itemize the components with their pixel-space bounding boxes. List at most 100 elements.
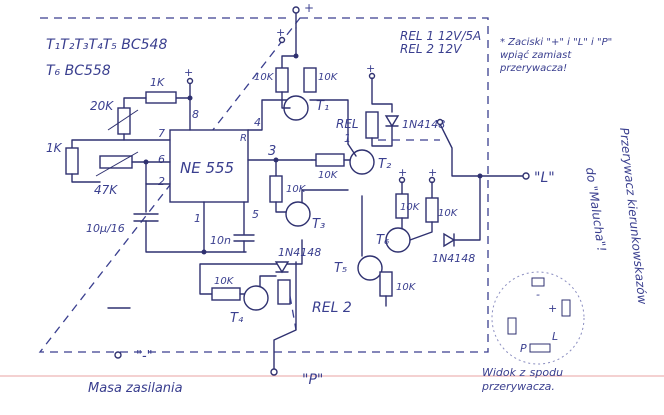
side-note: * Zaciski "+" i "L" i "P" wpiąć zamiast … [500, 37, 613, 74]
rel1-contact [439, 123, 525, 177]
pin-5-label: 5 [252, 208, 259, 221]
plug-pin-p [507, 317, 517, 335]
rel1-supply [371, 77, 393, 113]
pin-3-label: 3 [268, 144, 276, 159]
t6-label: T₆ [376, 233, 389, 248]
t6-diode-to-l [453, 175, 481, 241]
r10k-t6-a-label: 10K [400, 202, 421, 213]
vertical-note-1: Przerywacz kierunkowskazów [617, 127, 650, 305]
t1-leads [281, 91, 291, 109]
rel1-contact-pivot [436, 118, 444, 126]
pin-2-label: 2 [158, 175, 165, 188]
pin-r-label: R [240, 133, 247, 144]
plug-pin-minus [531, 277, 545, 287]
plus-top-label: + [304, 1, 314, 15]
plug-l-label: L [552, 330, 558, 343]
ne555-label: NE 555 [180, 159, 234, 177]
pot20k-wiper [107, 109, 139, 131]
t5-label: T₅ [334, 261, 347, 276]
terminal-p[interactable] [270, 368, 278, 376]
plug-pin-plus [561, 299, 571, 317]
r1k-top-resistor [145, 91, 177, 104]
rel2-armature-link [289, 295, 297, 331]
r1k-top-label: 1K [150, 76, 165, 89]
t1-to-rel1 [309, 99, 349, 145]
transistor-list-2: T₆ BC558 [46, 63, 111, 79]
rel2-diode-label: 1N4148 [278, 246, 321, 259]
r10k-t1-left-label: 10K [254, 72, 275, 83]
t5-transistor [357, 255, 383, 281]
terminal-minus-label: "-" [136, 349, 153, 364]
r10k-t2-resistor [315, 153, 345, 167]
ground-label: Masa zasilania [88, 381, 183, 396]
rel1-coil [365, 111, 379, 139]
rel1-number: 1 [344, 132, 351, 145]
pot20k-wire [123, 97, 147, 109]
plug-pin-l [529, 343, 551, 353]
plus-terminal-top[interactable] [292, 6, 300, 14]
plus-t1-label: + [276, 26, 285, 39]
t4-leads [259, 275, 277, 287]
t2-leads [347, 143, 357, 157]
pot47k-label: 47K [94, 183, 118, 197]
t3-to-t4 [199, 239, 303, 295]
r10k-t6-b-label: 10K [438, 208, 459, 219]
r10k-t5-label: 10K [396, 282, 417, 293]
plug-minus-label: - [536, 288, 540, 301]
terminal-l-label: "L" [534, 170, 555, 186]
plug-underside-view: - + L P [491, 271, 585, 365]
t4-label: T₄ [230, 311, 244, 326]
t1-label: T₁ [316, 99, 329, 114]
plus-t1-terminal [278, 36, 286, 44]
terminal-l[interactable] [522, 172, 530, 180]
vertical-note-2: do "Malucha"! [583, 166, 609, 252]
r10k-t4-label: 10K [214, 276, 235, 287]
t2-label: T₂ [378, 157, 391, 172]
t3-label: T₃ [312, 217, 325, 232]
r10k-t2-label: 10K [318, 170, 339, 181]
plus-pin8-label: + [184, 66, 193, 79]
bottom-note-box: Widok z spodu przerywacza. [482, 366, 564, 393]
relay-spec-2: REL 2 12V [400, 42, 462, 56]
r1k-left-down [71, 173, 101, 183]
t6-diode [443, 232, 456, 248]
rel1-diode [384, 115, 400, 128]
rel2-contact-wire [273, 261, 297, 371]
transistor-list-1: T₁T₂T₃T₄T₅ BC548 [46, 37, 167, 53]
rel2-diode [274, 261, 290, 274]
plus-rel1-label: + [366, 62, 375, 75]
rel1-diode-label: 1N4148 [402, 118, 445, 131]
relay-spec-1: REL 1 12V/5A [400, 29, 481, 43]
t6-diode-label: 1N4148 [432, 252, 475, 265]
enclosure-outline [38, 17, 489, 353]
rel2-label: REL 2 [312, 300, 352, 316]
r10k-t3-resistor [269, 175, 283, 203]
r1k-left-label: 1K [46, 141, 63, 155]
plug-p-label: P [520, 342, 527, 355]
pin-8-label: 8 [192, 108, 199, 121]
rel1-coil-bottom [371, 125, 393, 147]
cap10n-label: 10n [210, 234, 231, 247]
t3-transistor [285, 201, 311, 227]
plug-plus-label: + [548, 302, 557, 315]
pin6-node [143, 159, 149, 165]
t4-transistor [243, 285, 269, 311]
terminal-minus[interactable] [114, 351, 122, 359]
r10k-t4-resistor [211, 287, 241, 301]
bottom-note: Widok z spodu przerywacza. [482, 366, 564, 393]
terminal-p-label: "P" [302, 372, 323, 388]
t6-b-to-t5 [409, 221, 433, 241]
rel2-coil [277, 279, 291, 305]
r10k-t1-right-label: 10K [318, 72, 339, 83]
r1k-left-wire [71, 139, 125, 149]
pot47k-wiper [95, 151, 139, 177]
pin-1-label: 1 [194, 212, 201, 225]
ground-rail [145, 220, 247, 253]
r10k-t5-resistor [379, 271, 393, 297]
rel1-label: REL [336, 117, 359, 131]
r10k-t1-left-resistor [275, 67, 289, 93]
plus-t6-b-label: + [428, 166, 437, 179]
pin-4-label: 4 [254, 116, 261, 129]
r1k-left-resistor [65, 147, 79, 175]
